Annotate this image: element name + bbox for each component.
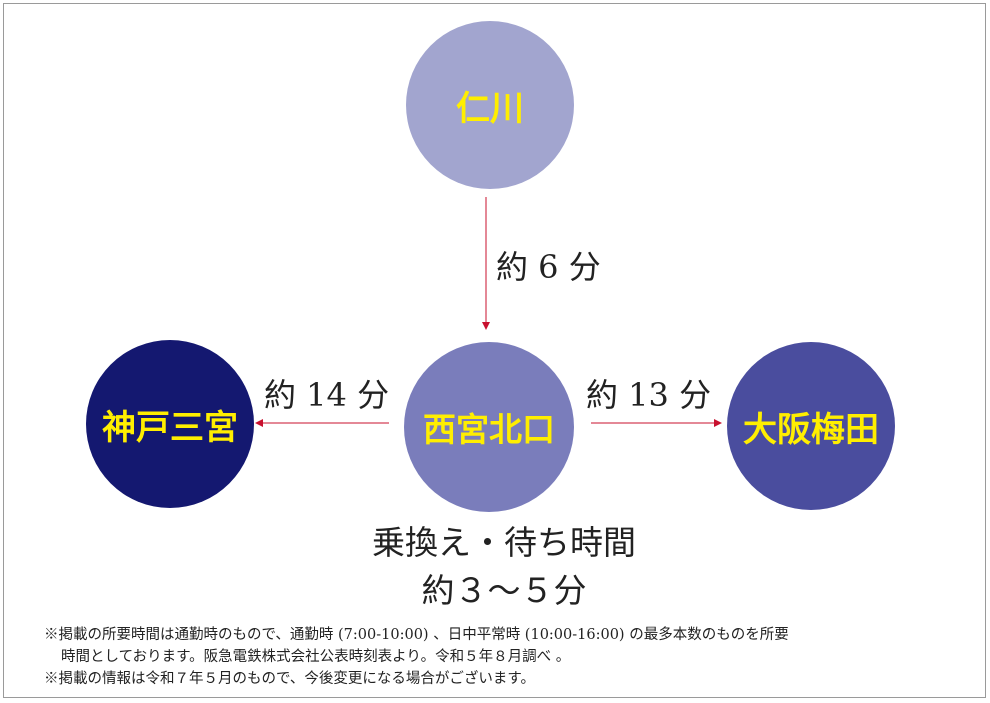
time-nigawa-to-nishinomiya: 約 6 分 [496,248,601,286]
station-kobe-sannomiya-label: 神戸三宮 [102,407,238,448]
station-nishinomiya-kitaguchi: 西宮北口 [404,342,574,512]
transfer-time: 約３～５分 [421,571,587,610]
station-osaka-umeda-label: 大阪梅田 [743,409,879,450]
station-nigawa: 仁川 [406,21,574,189]
station-nigawa-label: 仁川 [456,88,524,129]
station-osaka-umeda: 大阪梅田 [727,342,895,510]
time-nishinomiya-to-umeda: 約 13 分 [586,376,712,414]
footnotes: ※掲載の所要時間は通勤時のもので、通勤時 (7:00-10:00) 、日中平常時… [44,624,954,690]
station-kobe-sannomiya: 神戸三宮 [86,340,254,508]
transfer-title: 乗換え・待ち時間 [372,523,636,562]
time-nishinomiya-to-sannomiya: 約 14 分 [264,376,390,414]
footnote-line-3: ※掲載の情報は令和７年５月のもので、今後変更になる場合がございます。 [44,671,535,687]
diagram-frame: 仁川 西宮北口 神戸三宮 大阪梅田 約 6 分 約 14 分 約 13 分 乗換… [3,3,986,698]
footnote-line-2: 時間としております。阪急電鉄株式会社公表時刻表より。令和５年８月調べ 。 [61,649,571,665]
station-nishinomiya-kitaguchi-label: 西宮北口 [423,410,555,449]
footnote-line-1: ※掲載の所要時間は通勤時のもので、通勤時 (7:00-10:00) 、日中平常時… [44,627,789,643]
